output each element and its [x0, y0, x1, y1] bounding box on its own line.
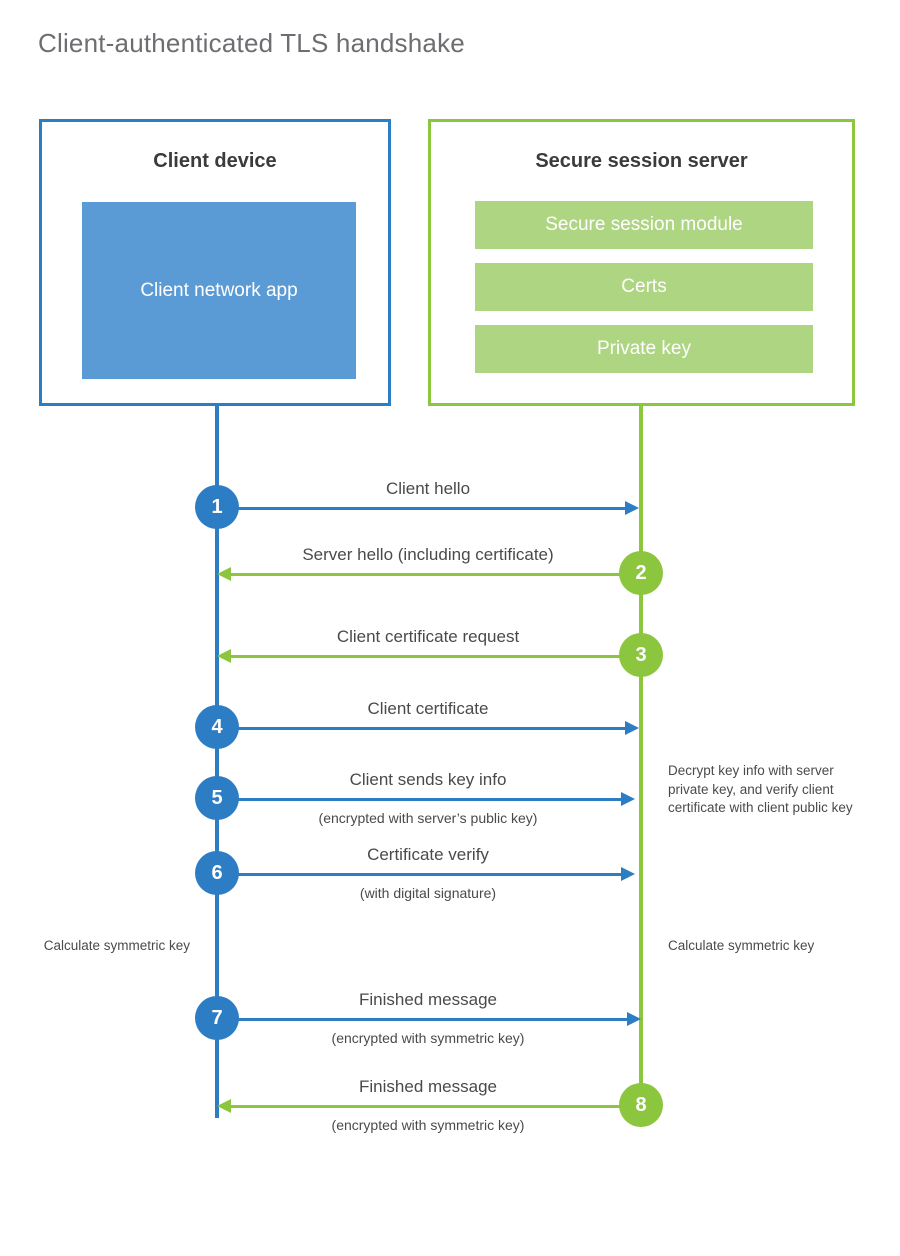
- step-badge-4[interactable]: 4: [195, 705, 239, 749]
- secure-session-module-block: Secure session module: [475, 201, 813, 249]
- page-title: Client-authenticated TLS handshake: [38, 28, 465, 58]
- message-sublabel-8: (encrypted with symmetric key): [331, 1117, 525, 1133]
- message-arrow-3: [231, 655, 639, 658]
- step-badge-2[interactable]: 2: [619, 551, 663, 595]
- client-network-app-block: Client network app: [82, 202, 356, 379]
- message-arrow-5: [217, 798, 621, 801]
- message-arrow-4: [217, 727, 625, 730]
- message-label-5: Client sends key info: [349, 770, 507, 789]
- message-arrow-2: [231, 573, 639, 576]
- step-badge-8[interactable]: 8: [619, 1083, 663, 1127]
- step-badge-7[interactable]: 7: [195, 996, 239, 1040]
- client-device-title: Client device: [153, 150, 277, 172]
- message-arrow-6: [217, 873, 621, 876]
- arrowhead-right-icon: [621, 867, 635, 881]
- note-server-decrypt: Decrypt key info with server private key…: [668, 763, 853, 816]
- arrowhead-left-icon: [217, 1099, 231, 1113]
- message-label-3: Client certificate request: [336, 627, 520, 646]
- client-device-box: Client device Client network app: [39, 119, 391, 406]
- secure-session-server-title: Secure session server: [535, 150, 748, 172]
- message-arrow-1: [217, 507, 625, 510]
- message-label-2: Server hello (including certificate): [302, 545, 554, 564]
- secure-session-server-box: Secure session server Secure session mod…: [428, 119, 855, 406]
- message-sublabel-7: (encrypted with symmetric key): [331, 1030, 525, 1046]
- server-lifeline: [639, 404, 643, 1106]
- arrowhead-right-icon: [621, 792, 635, 806]
- step-badge-6[interactable]: 6: [195, 851, 239, 895]
- client-lifeline: [215, 404, 219, 1118]
- message-arrow-8: [231, 1105, 639, 1108]
- message-label-1: Client hello: [385, 479, 471, 498]
- note-client-calculate-symmetric-key: Calculate symmetric key: [43, 938, 190, 953]
- step-badge-1[interactable]: 1: [195, 485, 239, 529]
- arrowhead-left-icon: [217, 649, 231, 663]
- message-sublabel-5: (encrypted with server’s public key): [318, 810, 538, 826]
- note-server-calculate-symmetric-key: Calculate symmetric key: [668, 938, 815, 953]
- certs-block: Certs: [475, 263, 813, 311]
- arrowhead-right-icon: [625, 721, 639, 735]
- arrowhead-right-icon: [627, 1012, 641, 1026]
- step-badge-3[interactable]: 3: [619, 633, 663, 677]
- arrowhead-right-icon: [625, 501, 639, 515]
- message-label-6: Certificate verify: [367, 845, 489, 864]
- message-sublabel-6: (with digital signature): [359, 885, 497, 901]
- message-label-7: Finished message: [359, 990, 497, 1009]
- message-arrow-7: [217, 1018, 627, 1021]
- message-label-8: Finished message: [359, 1077, 497, 1096]
- message-label-4: Client certificate: [367, 699, 489, 718]
- private-key-block: Private key: [475, 325, 813, 373]
- arrowhead-left-icon: [217, 567, 231, 581]
- step-badge-5[interactable]: 5: [195, 776, 239, 820]
